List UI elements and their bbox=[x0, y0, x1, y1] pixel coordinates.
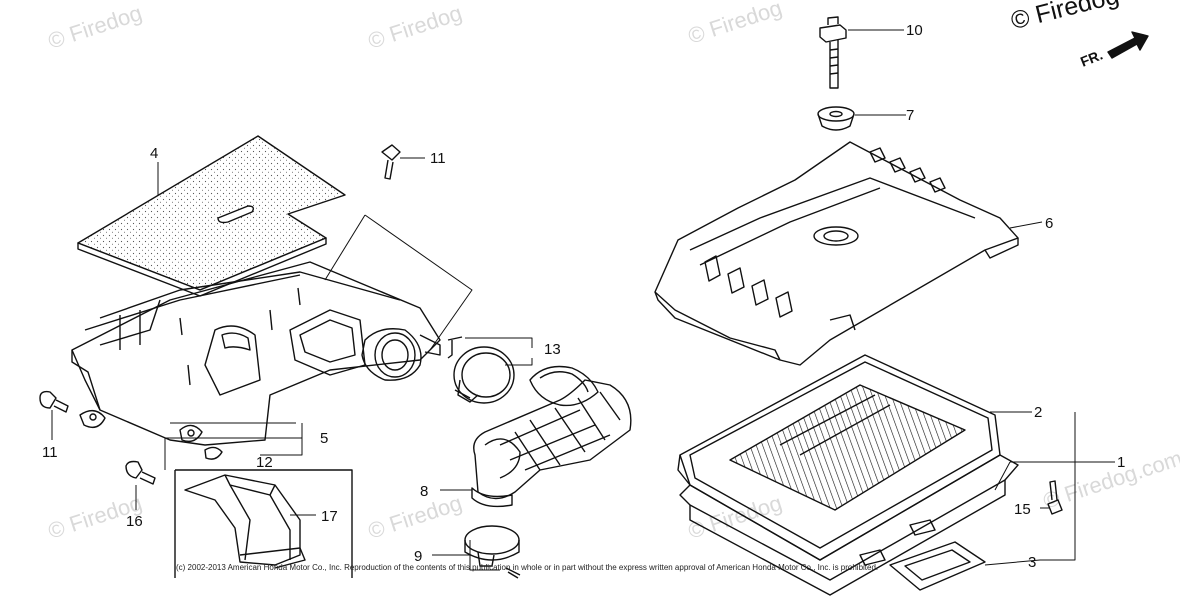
part-9-clamp bbox=[464, 525, 521, 579]
callout-4: 4 bbox=[150, 145, 158, 162]
part-15-bolt bbox=[1047, 480, 1063, 515]
callout-6: 6 bbox=[1045, 215, 1053, 232]
callout-2: 2 bbox=[1034, 404, 1042, 421]
callout-11-left: 11 bbox=[42, 444, 58, 461]
part-17-resonator bbox=[174, 469, 353, 578]
callout-8: 8 bbox=[420, 483, 428, 500]
callout-13: 13 bbox=[544, 341, 561, 358]
part-1-housing bbox=[679, 454, 1019, 596]
callout-5: 5 bbox=[320, 430, 328, 447]
part-8-intake-duct bbox=[471, 365, 632, 508]
callout-10: 10 bbox=[906, 22, 923, 39]
callout-1: 1 bbox=[1117, 454, 1125, 471]
part-11-bolt-left bbox=[39, 390, 69, 413]
part-11-bolt-top bbox=[381, 144, 401, 180]
callout-12: 12 bbox=[256, 454, 273, 471]
part-4-pad bbox=[77, 135, 346, 297]
callout-3: 3 bbox=[1028, 554, 1036, 571]
part-2-filter-element bbox=[677, 354, 1001, 561]
part-13-clamp bbox=[447, 336, 515, 404]
callout-15: 15 bbox=[1014, 501, 1031, 518]
part-6-upper-cover bbox=[654, 141, 1019, 366]
callout-11-top: 11 bbox=[430, 150, 446, 167]
part-10-bolt bbox=[819, 16, 847, 89]
part-5-lower-housing bbox=[71, 261, 441, 460]
copyright-notice: (c) 2002-2013 American Honda Motor Co., … bbox=[176, 563, 879, 572]
callout-17: 17 bbox=[321, 508, 338, 525]
callout-7: 7 bbox=[906, 107, 914, 124]
part-3-gasket bbox=[889, 541, 986, 591]
callout-9: 9 bbox=[414, 548, 422, 565]
leader-lines bbox=[51, 29, 1115, 571]
callout-16: 16 bbox=[126, 513, 143, 530]
part-16-bolt bbox=[125, 460, 156, 485]
part-7-grommet bbox=[817, 106, 855, 131]
front-direction-arrow bbox=[1107, 31, 1149, 59]
